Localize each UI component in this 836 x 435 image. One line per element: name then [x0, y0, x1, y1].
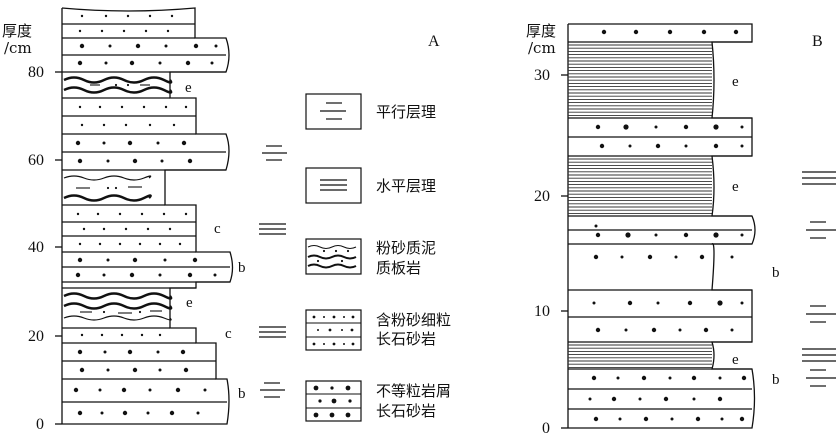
silty-slate-dots-a [103, 84, 141, 313]
facies-label-a-b-upper: b [238, 260, 246, 276]
legend-item-horizontal-bedding: 水平层理 [306, 168, 436, 203]
legend-item-fine-arkose: 含粉砂细粒 长石砂岩 [306, 310, 451, 350]
horizontal-bedding-symbol-a-upper [259, 224, 286, 234]
panel-b: 厚度 /cm B 0 10 20 30 [526, 22, 836, 435]
facies-label-b-e-middle: e [732, 179, 739, 195]
tick-b-10: 10 [534, 303, 550, 320]
tick-b-20: 20 [534, 188, 550, 205]
facies-label-b-b-lower: b [772, 372, 780, 388]
tick-a-60: 60 [28, 152, 44, 169]
axis-ticks-a [55, 72, 62, 424]
tick-a-20: 20 [28, 328, 44, 345]
legend-label-lithic-arkose-line1: 不等粒岩屑 [376, 382, 451, 400]
tick-a-0: 0 [36, 416, 44, 433]
legend-label-silty-slate-line1: 粉砂质泥 [376, 239, 436, 257]
legend-label-fine-arkose-line1: 含粉砂细粒 [376, 311, 451, 329]
axis-label-b-line2: /cm [528, 39, 556, 57]
tick-a-40: 40 [28, 239, 44, 256]
facies-label-a-c-upper: c [214, 221, 221, 237]
legend: 平行层理 水平层理 粉砂质泥 质板岩 [306, 94, 451, 421]
tick-a-80: 80 [28, 64, 44, 81]
legend-label-parallel-bedding: 平行层理 [376, 103, 436, 121]
legend-item-silty-slate: 粉砂质泥 质板岩 [306, 239, 436, 277]
axis-label-b-line1: 厚度 [526, 22, 556, 40]
facies-label-b-b-upper: b [772, 265, 780, 281]
tick-b-30: 30 [534, 67, 550, 84]
parallel-bedding-symbol-b-2 [806, 306, 836, 322]
panel-letter-a: A [428, 33, 440, 50]
legend-item-parallel-bedding: 平行层理 [306, 94, 436, 129]
facies-label-a-c-lower: c [225, 326, 232, 342]
silty-slate-beds-a [64, 78, 171, 321]
axis-ticks-b [561, 75, 568, 428]
panel-letter-b: B [812, 33, 823, 50]
horizontal-bedding-symbol-b-1 [802, 349, 836, 361]
parallel-bedding-symbol-b-1 [806, 370, 836, 386]
panel-a: 厚度 /cm A 0 20 40 60 80 [2, 8, 440, 433]
parallel-bedding-symbol-a-upper [262, 146, 287, 160]
legend-label-silty-slate-line2: 质板岩 [376, 259, 421, 277]
horizontal-laminae-b [568, 45, 712, 367]
sandstone-dots-b [589, 30, 747, 421]
horizontal-bedding-symbol-b-2 [802, 172, 836, 184]
axis-label-a-line2: /cm [4, 39, 32, 57]
axis-label-a-line1: 厚度 [2, 22, 32, 40]
tick-b-0: 0 [542, 420, 550, 435]
legend-label-horizontal-bedding: 水平层理 [376, 177, 436, 195]
parallel-bedding-symbol-b-3 [806, 222, 836, 238]
facies-label-b-e-upper: e [732, 74, 739, 90]
legend-label-fine-arkose-line2: 长石砂岩 [376, 330, 436, 348]
facies-label-a-b-lower: b [238, 386, 246, 402]
legend-label-lithic-arkose-line2: 长石砂岩 [376, 402, 436, 420]
legend-item-lithic-arkose: 不等粒岩屑 长石砂岩 [306, 381, 451, 421]
facies-label-a-e-lower: e [186, 295, 193, 311]
parallel-bedding-symbol-a-lower [260, 383, 285, 397]
horizontal-bedding-symbol-a-lower [259, 327, 286, 337]
facies-label-a-e-upper: e [185, 80, 192, 96]
facies-label-b-e-lower: e [732, 352, 739, 368]
